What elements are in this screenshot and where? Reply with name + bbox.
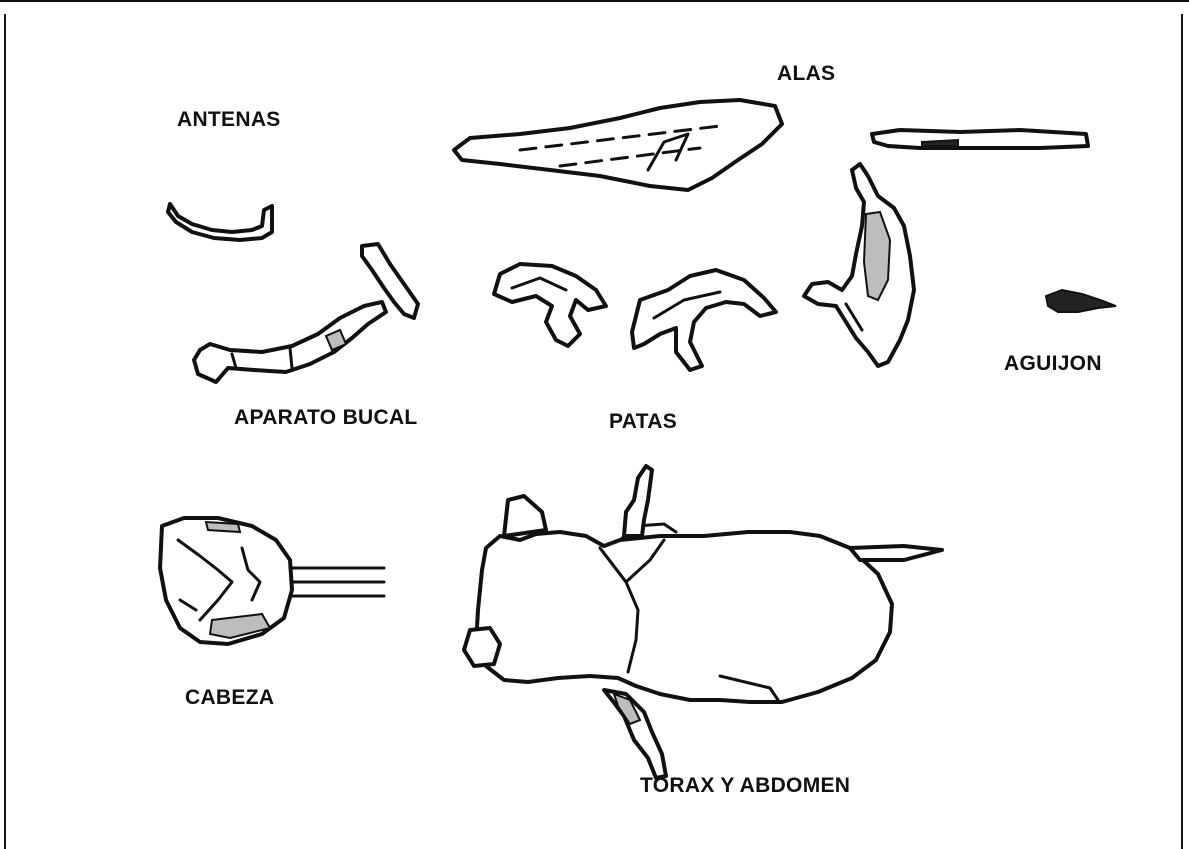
stinger-drawing bbox=[1046, 290, 1116, 312]
label-antenas: ANTENAS bbox=[177, 108, 281, 132]
leg-2-drawing bbox=[632, 270, 776, 370]
label-patas: PATAS bbox=[609, 410, 677, 434]
forewing-drawing bbox=[454, 100, 782, 190]
label-aparato-bucal: APARATO BUCAL bbox=[234, 406, 418, 430]
leg-3-drawing bbox=[804, 164, 914, 366]
leg-1-drawing bbox=[494, 264, 606, 346]
label-alas: ALAS bbox=[777, 62, 835, 86]
label-cabeza: CABEZA bbox=[185, 686, 274, 710]
mouthparts-drawing bbox=[194, 244, 418, 382]
head-drawing bbox=[160, 518, 384, 644]
label-torax-abdomen: TORAX Y ABDOMEN bbox=[640, 774, 850, 798]
hindwing-drawing bbox=[872, 130, 1088, 148]
label-aguijon: AGUIJON bbox=[1004, 352, 1102, 376]
thorax-abdomen-drawing bbox=[464, 466, 942, 778]
antenna-drawing bbox=[168, 204, 272, 240]
